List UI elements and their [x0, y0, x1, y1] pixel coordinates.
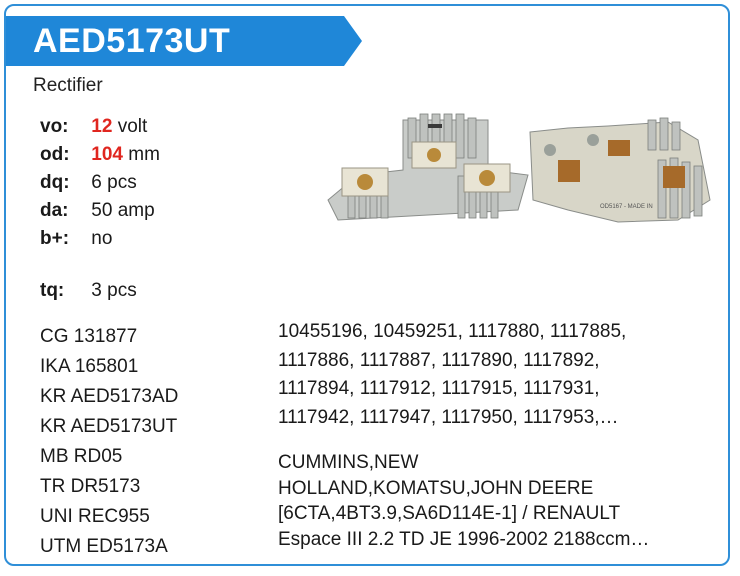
cross-reference-item: UTM ED5173A	[40, 536, 168, 557]
spec-key: od:	[40, 144, 70, 165]
cross-reference-list: CG 131877 IKA 165801 KR AED5173AD KR AED…	[40, 322, 178, 562]
spec-value: 12	[91, 116, 113, 137]
cross-reference-item: TR DR5173	[40, 476, 141, 497]
cross-reference-item: CG 131877	[40, 326, 138, 347]
application-line: HOLLAND,KOMATSU,JOHN DEERE	[278, 477, 594, 499]
spec-row-diode-quantity: dq: 6 pcs	[40, 172, 137, 194]
spec-unit: volt	[117, 116, 148, 137]
oem-number-line: 1117886, 1117887, 1117890, 1117892,	[278, 349, 600, 371]
spec-value: no	[91, 228, 113, 249]
spec-key: tq:	[40, 280, 65, 301]
spec-row-b-plus: b+: no	[40, 228, 112, 250]
oem-number-line: 1117894, 1117912, 1117915, 1117931,	[278, 378, 600, 399]
spec-row-diode-amperage: da: 50 amp	[40, 200, 155, 222]
application-list: CUMMINS,NEW HOLLAND,KOMATSU,JOHN DEERE […	[278, 450, 718, 552]
cross-reference-item: UNI REC955	[40, 506, 150, 527]
cross-reference-item: KR AED5173AD	[40, 386, 179, 407]
cross-reference-item: IKA 165801	[40, 356, 139, 377]
spec-value: 6 pcs	[91, 172, 137, 193]
title-banner	[4, 16, 362, 66]
rectifier-product-photo: OD5167 - MADE IN	[318, 100, 722, 236]
svg-text:OD5167 - MADE IN: OD5167 - MADE IN	[600, 204, 653, 210]
oem-number-line: 10455196, 10459251, 1117880, 1117885,	[278, 321, 627, 342]
spec-row-voltage: vo: 12 volt	[40, 116, 147, 138]
oem-number-list: 10455196, 10459251, 1117880, 1117885, 11…	[278, 318, 718, 432]
part-number-title: AED5173UT	[33, 22, 231, 60]
product-card	[4, 4, 730, 566]
banner-shape	[6, 16, 362, 66]
application-line: CUMMINS,NEW	[278, 452, 419, 473]
spec-value: 3 pcs	[91, 280, 137, 301]
cross-reference-item: MB RD05	[40, 446, 123, 467]
spec-key: dq:	[40, 172, 70, 193]
cross-reference-item: KR AED5173UT	[40, 416, 178, 437]
application-line: Espace III 2.2 TD JE 1996-2002 2188ccm…	[278, 528, 650, 550]
spec-value: 50 amp	[91, 200, 155, 221]
spec-row-diameter: od: 104 mm	[40, 144, 160, 166]
spec-value: 104	[91, 144, 123, 165]
rectifier-left-unit	[327, 113, 529, 221]
spec-row-terminal-quantity: tq: 3 pcs	[40, 280, 137, 302]
category-label: Rectifier	[33, 75, 103, 96]
spec-unit: mm	[128, 144, 160, 165]
application-line: [6CTA,4BT3.9,SA6D114E-1] / RENAULT	[278, 503, 621, 524]
oem-number-line: 1117942, 1117947, 1117950, 1117953,…	[278, 406, 619, 428]
spec-key: vo:	[40, 116, 69, 137]
rectifier-right-unit: OD5167 - MADE IN	[529, 117, 711, 223]
spec-key: b+:	[40, 228, 70, 249]
spec-key: da:	[40, 200, 69, 221]
